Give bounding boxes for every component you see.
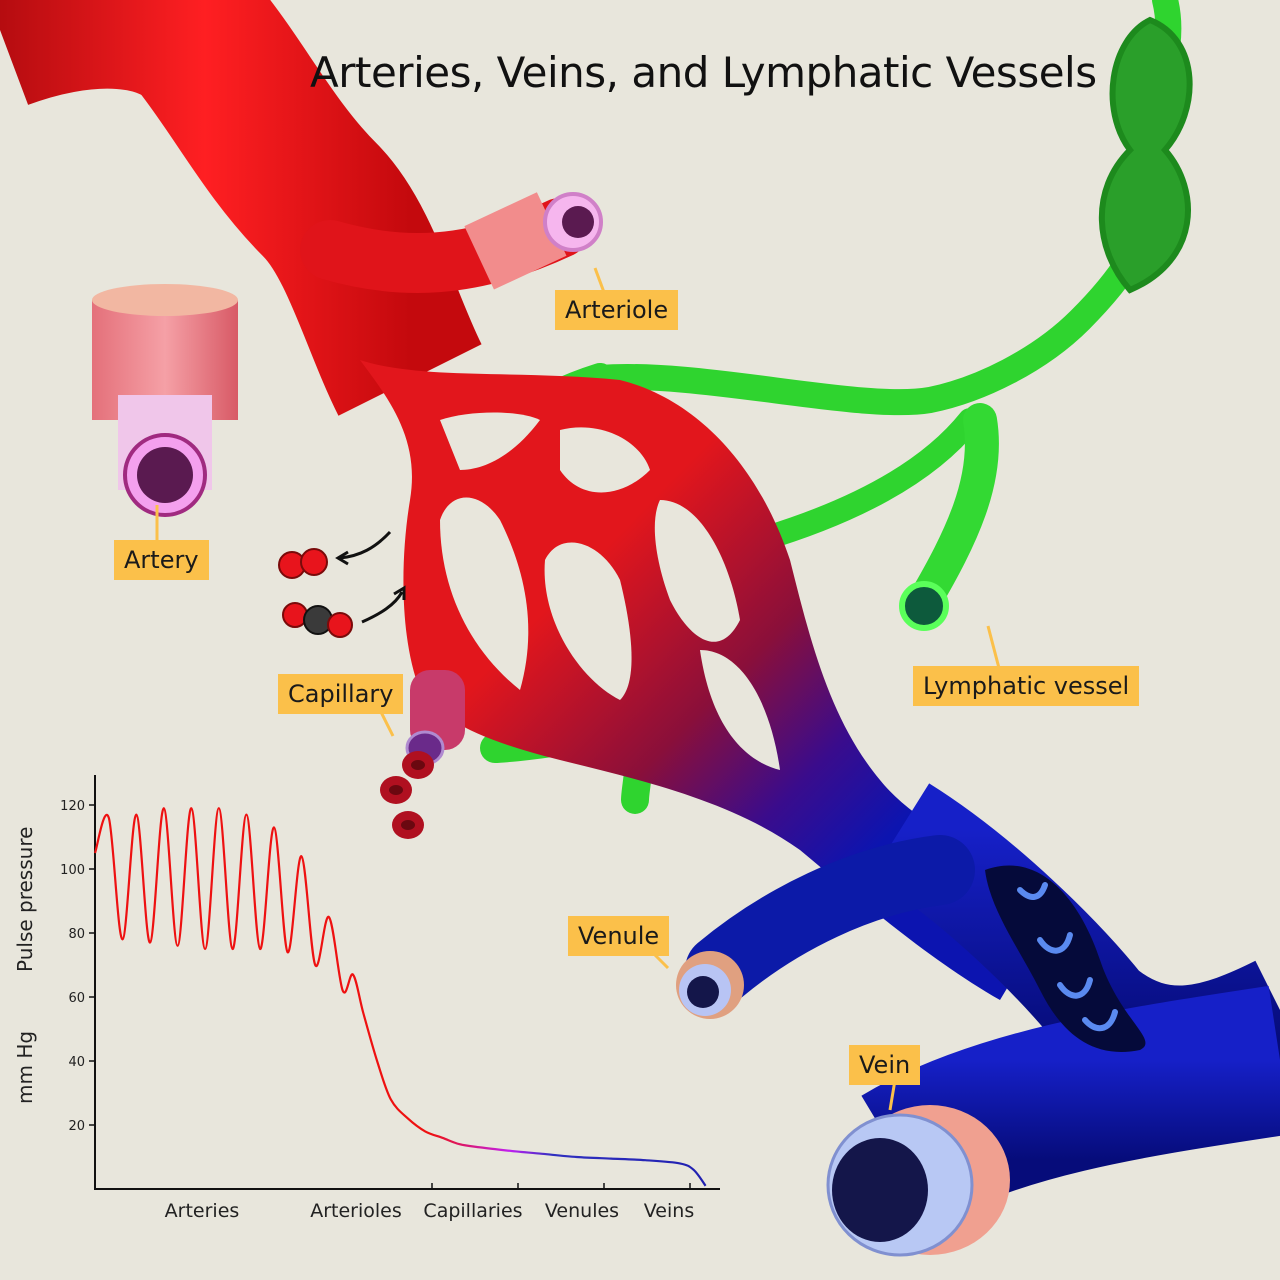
y-tick-label: 100 (60, 863, 85, 878)
pressure-curve (93, 807, 707, 1187)
capillary-gap (544, 542, 632, 700)
exchange-arrows (335, 530, 406, 624)
callout-lymphatic-vessel: Lymphatic vessel (913, 666, 1140, 706)
x-category-label: Venules (545, 1200, 619, 1222)
y-ticks: 20 40 60 80 100 120 (60, 799, 95, 1134)
y-tick-label: 40 (68, 1055, 85, 1070)
y-axis-label-top: Pulse pressure (13, 827, 37, 972)
lymphatic-branch-1 (748, 408, 982, 552)
venule-branch (685, 835, 975, 1005)
arrow-in-icon (361, 591, 404, 624)
pressure-chart: 20 40 60 80 100 120 Arteries Arterioles Capilla… (13, 775, 720, 1222)
venous-valve-section (985, 865, 1146, 1052)
arteriole-cross-section (464, 192, 603, 290)
y-tick-label: 120 (60, 799, 85, 814)
artery-cross-section (92, 284, 238, 517)
valve-cusps (1017, 882, 1118, 1032)
callout-artery: Artery (114, 540, 209, 580)
page-title: Arteries, Veins, and Lymphatic Vessels (310, 48, 1097, 97)
capillary-gap (440, 497, 529, 690)
callout-vein: Vein (849, 1045, 921, 1085)
y-axis-label-bottom: mm Hg (13, 1031, 37, 1104)
x-category-label: Capillaries (423, 1200, 522, 1222)
y-tick-label: 60 (68, 991, 85, 1006)
x-ticks: Arteries Arterioles Capillaries Venules Vein… (165, 1183, 694, 1222)
red-blood-cells (380, 751, 434, 839)
capillary-cross-section (405, 670, 465, 766)
y-tick-label: 80 (68, 927, 85, 942)
capillary-bed-gaps (440, 412, 780, 770)
capillary-gap (440, 412, 540, 470)
arrow-out-icon (339, 530, 392, 560)
blood-vessel-network (0, 0, 1280, 1226)
callout-venule: Venule (568, 916, 670, 956)
callout-capillary: Capillary (278, 674, 404, 714)
lymphatic-branch-2 (908, 403, 999, 617)
x-category-label: Arterioles (310, 1200, 402, 1222)
x-category-label: Arteries (165, 1200, 240, 1222)
y-tick-label: 20 (68, 1119, 85, 1134)
venule-cross-section (676, 951, 744, 1019)
callout-arteriole: Arteriole (555, 290, 679, 330)
oxygen-molecule (278, 548, 328, 579)
x-category-label: Veins (644, 1200, 694, 1222)
vein-cross-section (826, 1105, 1010, 1257)
lymphatic-vessel-end (899, 581, 949, 631)
carbon-dioxide-molecule (282, 602, 353, 638)
capillary-gap (560, 427, 650, 493)
lymphatic-valve-chamber (1098, 16, 1193, 294)
capillary-gap (700, 650, 780, 770)
capillary-gap (654, 500, 740, 642)
